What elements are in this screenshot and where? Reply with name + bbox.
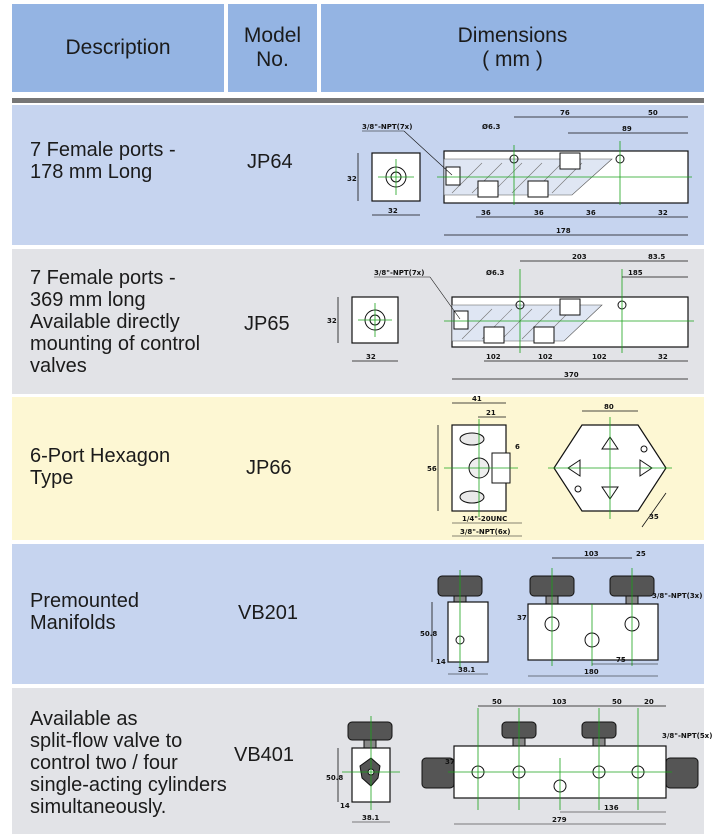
dim-label: 35 bbox=[649, 513, 659, 521]
dim-label: 14 bbox=[436, 658, 446, 666]
dim-label: 1/4"-20UNC bbox=[462, 515, 507, 523]
dim-label: 37 bbox=[445, 758, 455, 766]
description-line: Available as bbox=[30, 708, 138, 730]
description-line: 7 Female ports - bbox=[30, 139, 176, 161]
dim-label: 102 bbox=[592, 353, 607, 361]
dim-label: 83.5 bbox=[648, 253, 665, 261]
dim-label: 14 bbox=[340, 802, 350, 810]
dim-label: 21 bbox=[486, 409, 496, 417]
description-line: single-acting cylinders bbox=[30, 774, 227, 796]
dim-label: 20 bbox=[644, 698, 654, 706]
dim-label: 6 bbox=[515, 443, 520, 451]
dim-label: 50.8 bbox=[420, 630, 437, 638]
dim-label: 89 bbox=[622, 125, 632, 133]
description-line: Manifolds bbox=[30, 612, 116, 634]
vb201-dimension-drawing: 50.8 14 38.1 103 25 3/8"-NPT(3x) 37 75 1… bbox=[420, 550, 702, 677]
description-line: control two / four bbox=[30, 752, 178, 774]
table-row-vb401: Available as split-flow valve to control… bbox=[12, 688, 712, 834]
dim-label: 25 bbox=[636, 550, 646, 558]
header-description: Description bbox=[12, 4, 224, 92]
dim-label: 32 bbox=[366, 353, 376, 361]
model-number: JP64 bbox=[247, 151, 293, 173]
jp66-dimension-drawing: 41 21 56 6 1/4"-20UNC 3/8"-NPT(6x) 80 35 bbox=[427, 395, 672, 537]
dim-label: 180 bbox=[584, 668, 599, 676]
dim-label: 76 bbox=[560, 109, 570, 117]
dim-label: 102 bbox=[538, 353, 553, 361]
dim-label: 103 bbox=[584, 550, 599, 558]
header-dimensions: Dimensions ( mm ) bbox=[321, 4, 704, 92]
description-line: split-flow valve to bbox=[30, 730, 183, 752]
vb401-dimension-drawing: 50.8 14 38.1 50 103 50 20 3/8"-NPT(5x) 3… bbox=[326, 698, 712, 825]
dim-label: 56 bbox=[427, 465, 437, 473]
model-number: JP66 bbox=[246, 457, 292, 479]
description-line: simultaneously. bbox=[30, 796, 167, 818]
dim-label: 185 bbox=[628, 269, 643, 277]
row-description: Available as split-flow valve to control… bbox=[30, 708, 227, 818]
dim-label: 3/8"-NPT(7x) bbox=[374, 269, 424, 277]
header-model-line1: Model bbox=[243, 24, 302, 47]
dim-label: 136 bbox=[604, 804, 619, 812]
description-line: 369 mm long bbox=[30, 289, 146, 311]
dim-label: 370 bbox=[564, 371, 579, 379]
description-line: valves bbox=[30, 355, 87, 377]
header-model-line2: No. bbox=[256, 48, 289, 71]
dim-label: 103 bbox=[552, 698, 567, 706]
dim-label: 32 bbox=[658, 353, 668, 361]
dim-label: 50 bbox=[612, 698, 622, 706]
model-number: VB401 bbox=[234, 744, 295, 766]
dim-label: 178 bbox=[556, 227, 571, 235]
dim-label: 36 bbox=[586, 209, 596, 217]
dim-label: 50 bbox=[492, 698, 502, 706]
dim-label: 32 bbox=[658, 209, 668, 217]
dim-label: 38.1 bbox=[362, 814, 379, 822]
dim-label: 36 bbox=[481, 209, 491, 217]
description-line: 178 mm Long bbox=[30, 161, 153, 183]
header-description-label: Description bbox=[65, 36, 171, 59]
header-dimensions-line2: ( mm ) bbox=[482, 48, 543, 71]
dim-label: 50.8 bbox=[326, 774, 343, 782]
dim-label: 38.1 bbox=[458, 666, 475, 674]
jp64-dimension-drawing: 32 32 76 50 89 3/8"-NPT(7x) Ø6.3 36 bbox=[347, 109, 692, 236]
dim-label: Ø6.3 bbox=[486, 269, 504, 277]
model-number: JP65 bbox=[244, 313, 290, 335]
dim-label: 75 bbox=[616, 656, 626, 664]
table-row-jp65: 7 Female ports - 369 mm long Available d… bbox=[12, 249, 704, 394]
dim-label: 3/8"-NPT(5x) bbox=[662, 732, 712, 740]
row-description: 7 Female ports - 178 mm Long bbox=[30, 139, 176, 183]
dim-label: 50 bbox=[648, 109, 658, 117]
dim-label: 102 bbox=[486, 353, 501, 361]
description-line: 7 Female ports - bbox=[30, 267, 176, 289]
row-description: 7 Female ports - 369 mm long Available d… bbox=[30, 267, 200, 377]
model-number: VB201 bbox=[238, 602, 299, 624]
header-dimensions-line1: Dimensions bbox=[457, 24, 568, 47]
table-row-vb201: Premounted Manifolds VB201 50.8 14 38.1 … bbox=[12, 544, 704, 684]
dim-label: 41 bbox=[472, 395, 482, 403]
header-model: Model No. bbox=[228, 4, 317, 92]
dim-label: 32 bbox=[388, 207, 398, 215]
dim-label: 32 bbox=[327, 317, 337, 325]
description-line: 6-Port Hexagon bbox=[30, 445, 171, 467]
dim-label: 36 bbox=[534, 209, 544, 217]
description-line: Premounted bbox=[30, 590, 139, 612]
header-divider bbox=[12, 98, 704, 103]
table-row-jp64: 7 Female ports - 178 mm Long JP64 32 32 bbox=[12, 105, 704, 245]
description-line: mounting of control bbox=[30, 333, 201, 355]
dim-label: 279 bbox=[552, 816, 567, 824]
dim-label: 3/8"-NPT(7x) bbox=[362, 123, 412, 131]
table-row-jp66: 6-Port Hexagon Type JP66 41 21 56 6 1/4"… bbox=[12, 395, 704, 540]
dim-label: Ø6.3 bbox=[482, 123, 500, 131]
row-description: Premounted Manifolds bbox=[30, 590, 139, 634]
description-line: Available directly bbox=[30, 311, 180, 333]
row-description: 6-Port Hexagon Type bbox=[30, 445, 170, 489]
jp65-dimension-drawing: 32 32 203 83.5 185 3/8"-NPT(7x) Ø6.3 102… bbox=[327, 253, 694, 380]
dim-label: 203 bbox=[572, 253, 587, 261]
description-line: Type bbox=[30, 467, 74, 489]
dim-label: 3/8"-NPT(3x) bbox=[652, 592, 702, 600]
dim-label: 37 bbox=[517, 614, 527, 622]
dim-label: 3/8"-NPT(6x) bbox=[460, 528, 510, 536]
dim-label: 32 bbox=[347, 175, 357, 183]
dim-label: 80 bbox=[604, 403, 614, 411]
